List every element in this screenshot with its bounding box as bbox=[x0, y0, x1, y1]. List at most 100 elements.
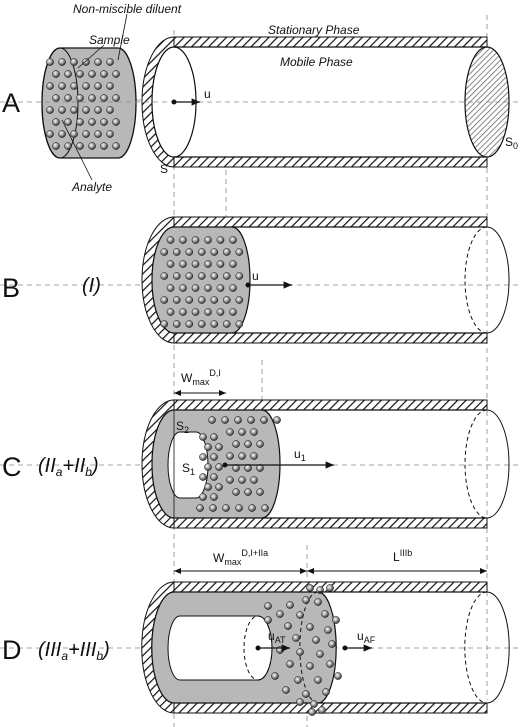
analyte-particle bbox=[210, 296, 219, 304]
analyte-particle bbox=[204, 463, 212, 471]
analyte-particle bbox=[210, 473, 218, 481]
analyte-particle bbox=[100, 118, 108, 126]
analyte-particle bbox=[204, 260, 212, 268]
analyte-particle bbox=[179, 236, 187, 244]
analyte-particle bbox=[244, 488, 252, 496]
analyte-particle bbox=[100, 94, 108, 102]
analyte-particle bbox=[306, 623, 314, 631]
analyte-particle bbox=[76, 118, 84, 126]
analyte-particle bbox=[64, 70, 72, 78]
analyte-particle bbox=[284, 622, 292, 630]
analyte-particle bbox=[226, 428, 234, 436]
analyte-particle bbox=[229, 260, 237, 268]
analyte-particle bbox=[197, 296, 206, 304]
analyte-particle bbox=[204, 308, 212, 316]
analyte-particle bbox=[172, 248, 181, 256]
analyte-particle bbox=[273, 416, 281, 424]
analyte-particle bbox=[247, 416, 255, 424]
analyte-particle bbox=[238, 476, 246, 484]
analyte-particle bbox=[185, 320, 194, 328]
analyte-particle bbox=[185, 296, 194, 304]
analyte-particle bbox=[191, 284, 200, 292]
analyte-particle bbox=[235, 272, 244, 280]
analyte-particle bbox=[46, 58, 54, 66]
analyte-particle bbox=[94, 106, 102, 114]
analyte-particle bbox=[286, 660, 294, 668]
analyte-particle bbox=[160, 296, 169, 304]
analyte-particle bbox=[112, 94, 120, 102]
analyte-particle bbox=[82, 58, 90, 66]
analyte-particle bbox=[209, 504, 217, 512]
analyte-particle bbox=[294, 676, 302, 684]
velocity-label-c: u1 bbox=[294, 447, 306, 463]
analyte-particle bbox=[282, 686, 290, 694]
analyte-particle bbox=[112, 118, 120, 126]
analyte-particle bbox=[46, 82, 54, 90]
analyte-particle bbox=[88, 70, 96, 78]
analyte-particle bbox=[215, 443, 223, 451]
analyte-particle bbox=[46, 130, 54, 138]
analyte-particle bbox=[70, 130, 78, 138]
analyte-particle bbox=[316, 650, 324, 658]
analyte-particle bbox=[210, 433, 218, 441]
analyte-particle bbox=[172, 272, 181, 280]
analyte-particle bbox=[70, 82, 78, 90]
panel-a bbox=[0, 36, 521, 168]
analyte-particle bbox=[100, 142, 108, 150]
analyte-particle bbox=[306, 662, 314, 670]
analyte-particle bbox=[199, 453, 207, 461]
analyte-particle bbox=[321, 610, 329, 618]
leader-lines bbox=[61, 13, 128, 181]
analyte-particle bbox=[229, 284, 237, 292]
analyte-particle bbox=[191, 308, 200, 316]
analyte-particle bbox=[286, 601, 294, 609]
analyte-particle bbox=[328, 640, 336, 648]
analyte-particle bbox=[106, 58, 114, 66]
analyte-particle bbox=[326, 660, 334, 668]
surface-s-label: S bbox=[160, 162, 168, 176]
analyte-particle bbox=[88, 118, 96, 126]
analyte-particle bbox=[256, 440, 264, 448]
analyte-particle bbox=[76, 70, 84, 78]
analyte-particle bbox=[94, 130, 102, 138]
analyte-particle bbox=[58, 130, 66, 138]
analyte-particle bbox=[226, 476, 234, 484]
analyte-particle bbox=[199, 433, 207, 441]
analyte-particle bbox=[326, 584, 334, 592]
analyte-particle bbox=[226, 452, 234, 460]
panel-letter-c: C bbox=[2, 452, 22, 482]
analyte-particle bbox=[76, 142, 84, 150]
analyte-particle bbox=[232, 440, 240, 448]
sample-plug bbox=[41, 47, 137, 159]
analyte-particle bbox=[58, 82, 66, 90]
analyte-particle bbox=[210, 453, 218, 461]
analyte-particle bbox=[221, 416, 229, 424]
panel-letter-d: D bbox=[2, 635, 22, 665]
analyte-particle bbox=[204, 443, 212, 451]
panel-roman-d: (IIIa+IIIb) bbox=[38, 639, 110, 663]
analyte-particle bbox=[82, 130, 90, 138]
analyte-particle bbox=[250, 428, 258, 436]
panel-c bbox=[0, 399, 521, 529]
analyte-particle bbox=[166, 284, 175, 292]
analyte-particle bbox=[235, 248, 244, 256]
analyte-particle bbox=[52, 118, 60, 126]
analyte-particle bbox=[197, 248, 206, 256]
analyte-particle bbox=[324, 626, 332, 634]
analyte-particle bbox=[106, 82, 114, 90]
analyte-particle bbox=[204, 236, 212, 244]
analyte-particle bbox=[210, 272, 219, 280]
analyte-particle bbox=[238, 428, 246, 436]
analyte-particle bbox=[106, 130, 114, 138]
analyte-particle bbox=[52, 94, 60, 102]
velocity-label-b: u bbox=[252, 269, 259, 283]
analyte-particle bbox=[250, 452, 258, 460]
analyte-particle bbox=[166, 260, 175, 268]
panel-letter-a: A bbox=[2, 88, 20, 118]
analyte-particle bbox=[302, 596, 310, 604]
analyte-particle bbox=[314, 676, 322, 684]
analyte-particle bbox=[199, 473, 207, 481]
analyte-particle bbox=[310, 700, 318, 708]
analyte-particle bbox=[222, 504, 230, 512]
